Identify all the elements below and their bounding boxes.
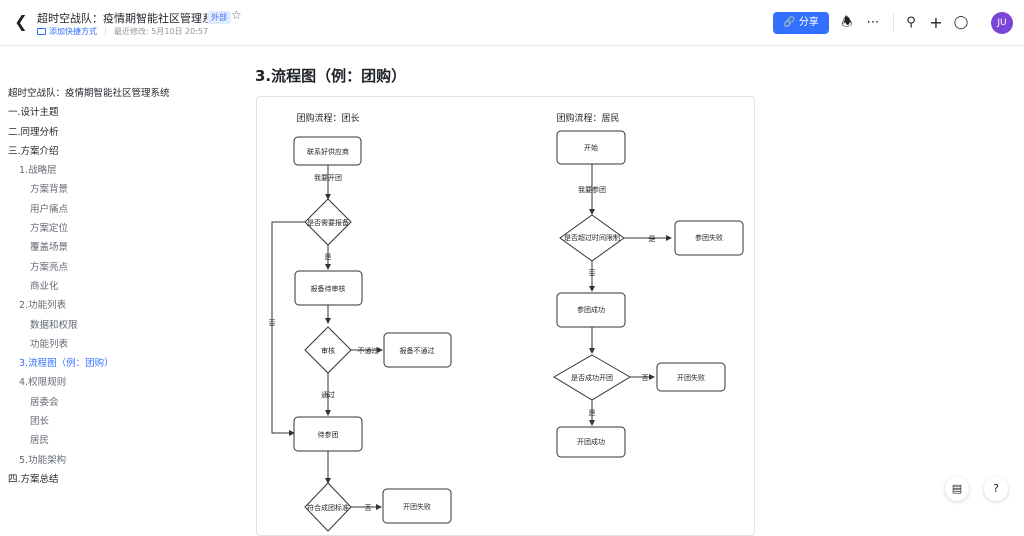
- search-icon[interactable]: ⚲: [906, 15, 916, 30]
- resident-decision2: 是否成功开团: [571, 373, 613, 382]
- toc-item[interactable]: 方案亮点: [30, 261, 69, 273]
- toc-item[interactable]: 3.流程图（例：团购）: [19, 358, 114, 370]
- leader-decision3: 符合成团标准: [307, 503, 349, 512]
- toc-item[interactable]: 一.设计主题: [8, 107, 59, 119]
- flow-node: [382, 488, 452, 524]
- top-bar: ❮ 超时空战队：疫情期智能社区管理系统 外部 ☆ 添加快捷方式 最近修改: 5月1…: [0, 0, 1024, 46]
- toc-item[interactable]: 5.功能架构: [19, 454, 67, 466]
- toc-item[interactable]: 2.功能列表: [19, 300, 67, 312]
- toc-item[interactable]: 商业化: [30, 280, 59, 292]
- share-button[interactable]: 🔗 分享: [773, 12, 829, 34]
- leader-edge1: 我要开团: [314, 173, 342, 182]
- leader-step3: 待参团: [318, 430, 339, 439]
- toc-item[interactable]: 方案定位: [30, 223, 69, 235]
- leader-fail: 开团失败: [403, 502, 431, 511]
- flow-decision: [304, 326, 352, 374]
- toc-item[interactable]: 团长: [30, 416, 50, 428]
- folder-icon: [37, 28, 46, 35]
- toc-item[interactable]: 覆盖场景: [30, 242, 69, 254]
- resident-flow-title: 团购流程：居民: [556, 112, 619, 124]
- toc-item[interactable]: 四.方案总结: [8, 473, 59, 485]
- toc-item[interactable]: 方案背景: [30, 184, 69, 196]
- flowchart-svg: 团购流程：团长 联系好供应商 我要开团 是否需要报备 是 否 报备待审核 审核 …: [269, 112, 744, 532]
- flow-node: [383, 332, 452, 368]
- resident-yes1: 是: [649, 235, 656, 243]
- table-of-contents: 超时空战队：疫情期智能社区管理系统一.设计主题二.同理分析三.方案介绍 1.战略层…: [8, 84, 208, 489]
- toc-item[interactable]: 居民: [30, 435, 50, 447]
- flow-node: [556, 130, 626, 165]
- last-modified: 最近修改: 5月10日 20:57: [114, 27, 209, 36]
- toc-item[interactable]: 居委会: [30, 396, 59, 408]
- resident-yes2: 是: [589, 409, 596, 417]
- resident-fail2: 开团失败: [677, 373, 705, 382]
- leader-flow-title: 团购流程：团长: [296, 112, 359, 124]
- toc-item[interactable]: 二.同理分析: [8, 126, 59, 138]
- flow-node: [556, 292, 626, 328]
- arrow-left-icon: ❮: [14, 12, 28, 31]
- toolbar-divider: [893, 14, 894, 32]
- resident-edge1: 我要参团: [578, 185, 606, 194]
- resident-start: 开始: [584, 143, 598, 152]
- flowchart-board[interactable]: 团购流程：团长 联系好供应商 我要开团 是否需要报备 是 否 报备待审核 审核 …: [256, 96, 755, 536]
- back-button[interactable]: ❮: [12, 12, 30, 32]
- more-icon[interactable]: ⋯: [866, 15, 880, 30]
- toc-item[interactable]: 数据和权限: [30, 319, 78, 331]
- link-icon: 🔗: [783, 17, 796, 28]
- flow-node: [293, 416, 363, 452]
- doc-title: 超时空战队：疫情期智能社区管理系统: [37, 12, 224, 25]
- leader-no3: 否: [365, 504, 372, 512]
- leader-step2: 报备待审核: [311, 284, 346, 293]
- flow-decision: [553, 354, 631, 401]
- toc-item[interactable]: 用户痛点: [30, 203, 69, 215]
- add-shortcut-link[interactable]: 添加快捷方式: [37, 27, 97, 36]
- share-label: 分享: [798, 17, 819, 28]
- meta-divider: [105, 27, 106, 35]
- lightbulb-icon[interactable]: ◯: [953, 15, 969, 30]
- page-title: 3.流程图（例：团购）: [255, 67, 407, 85]
- flow-node: [294, 270, 363, 306]
- plus-icon[interactable]: +: [929, 13, 943, 32]
- resident-decision1: 是否超过时间限制: [564, 233, 620, 242]
- doc-meta: 添加快捷方式 最近修改: 5月10日 20:57: [37, 26, 208, 37]
- toc-item[interactable]: 功能列表: [30, 338, 69, 350]
- leader-decision2: 审核: [321, 346, 335, 355]
- flow-node: [656, 362, 726, 392]
- resident-no2: 否: [642, 374, 649, 382]
- flow-node: [674, 220, 744, 256]
- leader-reject-label: 不通过: [358, 346, 379, 355]
- flow-decision: [304, 198, 352, 246]
- leader-reject: 报备不通过: [400, 346, 435, 355]
- toc-item[interactable]: 三.方案介绍: [8, 145, 59, 157]
- add-shortcut-label: 添加快捷方式: [49, 27, 97, 36]
- resident-no1: 否: [589, 269, 596, 277]
- toc-item[interactable]: 4.权限规则: [19, 377, 67, 389]
- resident-step2: 参团成功: [577, 305, 605, 314]
- flow-node: [556, 426, 626, 458]
- toc-item[interactable]: 超时空战队：疫情期智能社区管理系统: [8, 88, 170, 99]
- flow-decision: [559, 214, 625, 262]
- star-icon[interactable]: ☆: [231, 8, 242, 22]
- resident-success: 开团成功: [577, 437, 605, 446]
- leader-pass-label: 通过: [321, 390, 335, 399]
- leader-no1: 否: [269, 319, 276, 327]
- avatar[interactable]: JU: [991, 12, 1013, 34]
- document-icon[interactable]: ▤: [945, 477, 969, 501]
- help-icon[interactable]: ?: [984, 477, 1008, 501]
- leader-decision1: 是否需要报备: [307, 218, 349, 227]
- external-badge: 外部: [207, 11, 231, 24]
- resident-fail1: 参团失败: [695, 233, 723, 242]
- leader-step1: 联系好供应商: [307, 147, 349, 156]
- toc-item[interactable]: 1.战略层: [19, 165, 57, 177]
- leader-yes1: 是: [325, 253, 332, 261]
- flow-node: [293, 136, 362, 166]
- bell-icon[interactable]: 🕭: [841, 15, 853, 30]
